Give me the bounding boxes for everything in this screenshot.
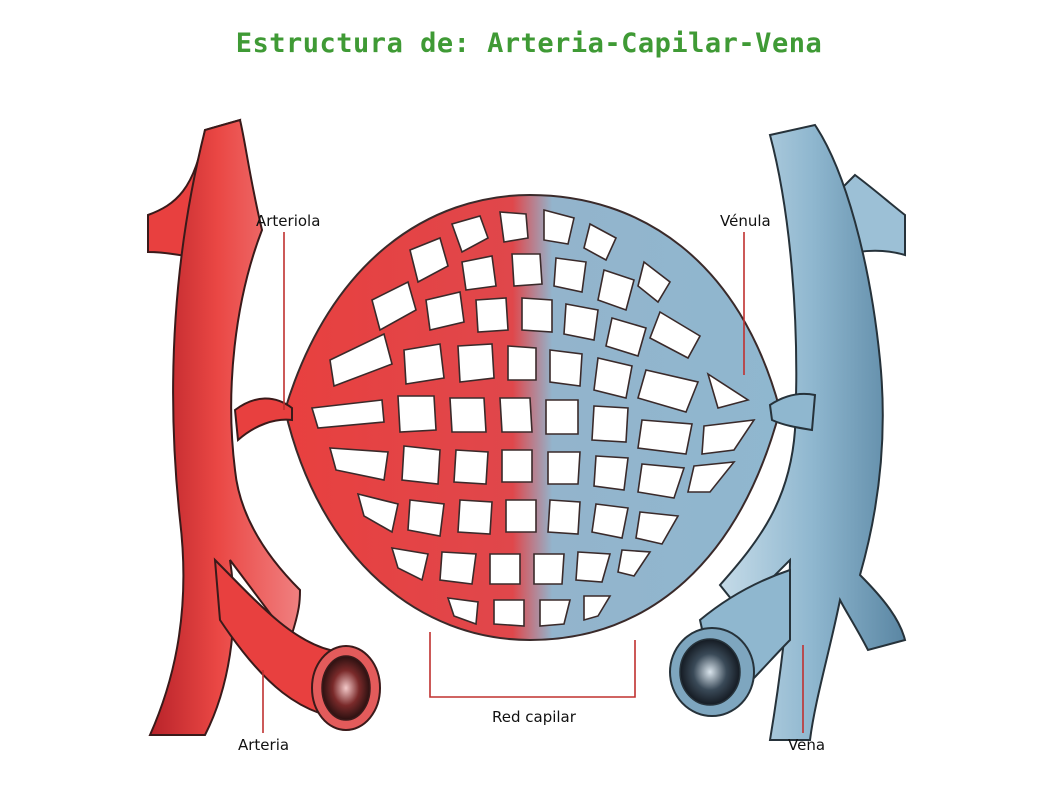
- leader-lines: [262, 232, 804, 733]
- label-arteriola: Arteriola: [256, 212, 320, 230]
- artery-vessel: [147, 118, 381, 736]
- label-vena: Vena: [788, 736, 825, 754]
- label-venula: Vénula: [720, 212, 771, 230]
- red-capilar-bracket: [429, 632, 636, 698]
- capillary-network: [283, 193, 782, 642]
- label-arteria: Arteria: [238, 736, 289, 754]
- page-title: Estructura de: Arteria-Capilar-Vena: [235, 28, 823, 59]
- label-red-capilar: Red capilar: [492, 708, 577, 726]
- vein-vessel: [669, 123, 907, 741]
